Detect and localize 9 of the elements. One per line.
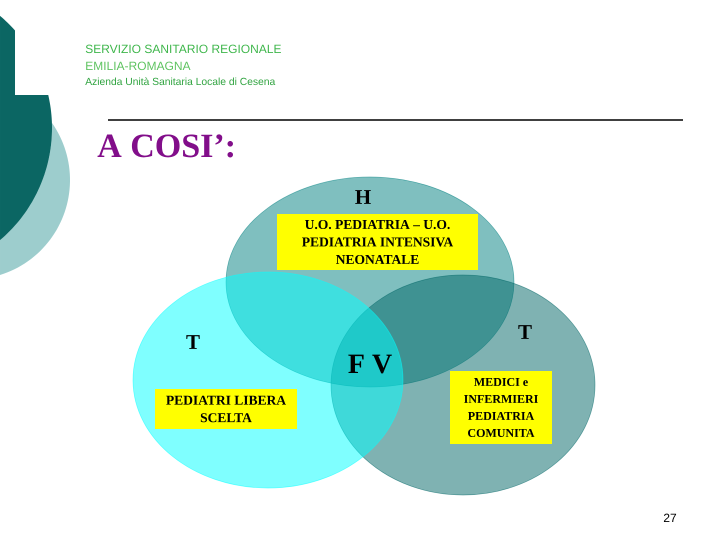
text-box: MEDICI e INFERMIERI PEDIATRIA COMUNITA [450, 371, 552, 444]
header-text: Azienda Unità Sanitaria Locale di Cesena [85, 77, 276, 86]
header-text: EMILIA-ROMAGNA [86, 62, 191, 70]
slide-title: A COSI’: [98, 134, 233, 158]
text-box: U.O. PEDIATRIA – U.O. PEDIATRIA INTENSIVA NEONATALE [277, 214, 478, 270]
text-box: PEDIATRI LIBERA SCELTA [155, 389, 297, 429]
page-number: 27 [664, 514, 676, 522]
header-text: SERVIZIO SANITARIO REGIONALE [86, 44, 281, 54]
venn-label: F V [348, 354, 392, 374]
